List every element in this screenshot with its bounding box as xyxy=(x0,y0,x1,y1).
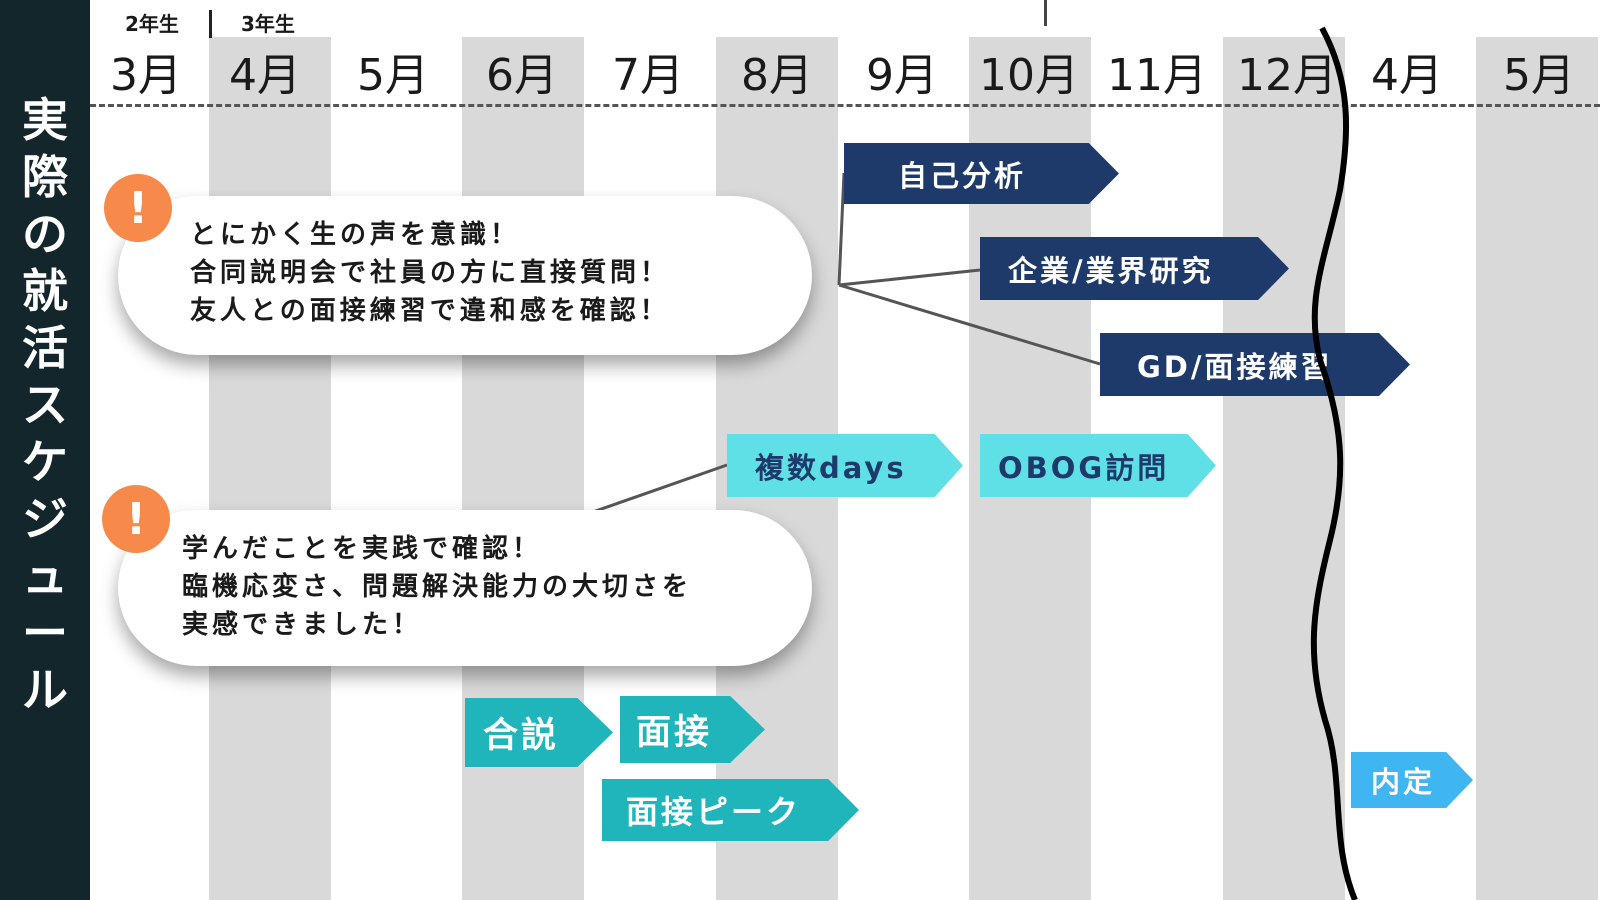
task-interview: 面接 xyxy=(620,696,765,763)
task-industry-research: 企業/業界研究 xyxy=(980,237,1289,300)
grade-label-year3: 3年生 xyxy=(241,12,295,36)
month-column-stripe xyxy=(1223,37,1345,900)
title-char: ス xyxy=(22,378,68,432)
callout-line: 実感できました！ xyxy=(182,610,423,640)
callout-bubble-1: とにかく生の声を意識！ 合同説明会で社員の方に直接質問！ 友人との面接練習で違和… xyxy=(118,196,812,355)
title-char: 際 xyxy=(22,150,68,204)
title-char: の xyxy=(22,207,68,261)
grade-separator xyxy=(209,10,212,38)
connector-line xyxy=(589,463,728,515)
task-obog-visit: OBOG訪問 xyxy=(980,434,1216,497)
month-label: 8月 xyxy=(741,50,813,101)
month-label: 5月 xyxy=(1503,50,1575,101)
month-label: 10月 xyxy=(979,50,1079,101)
title-char: ケ xyxy=(22,435,68,489)
task-joint-briefing: 合説 xyxy=(465,698,613,767)
month-label: 6月 xyxy=(486,50,558,101)
header-divider xyxy=(90,104,1600,107)
top-tick-mark xyxy=(1044,0,1047,26)
sidebar-title: 実 際 の 就 活 ス ケ ジ ュ ー ル xyxy=(0,92,90,719)
title-char: ル xyxy=(22,663,68,717)
callout-line: 合同説明会で社員の方に直接質問！ xyxy=(190,258,671,288)
sidebar: 実 際 の 就 活 ス ケ ジ ュ ー ル xyxy=(0,0,90,900)
title-char: 活 xyxy=(22,321,68,375)
connector-line xyxy=(838,283,1101,366)
month-column-stripe xyxy=(209,37,331,900)
callout-line: 友人との面接練習で違和感を確認！ xyxy=(190,296,670,326)
title-char: ュ xyxy=(22,549,68,603)
task-offer: 内定 xyxy=(1351,752,1473,808)
title-char: 就 xyxy=(22,264,68,318)
title-char: ジ xyxy=(22,492,68,546)
month-label: 9月 xyxy=(866,50,938,101)
exclamation-icon: ! xyxy=(102,485,170,553)
callout-line: とにかく生の声を意識！ xyxy=(190,220,521,250)
month-label: 11月 xyxy=(1107,50,1207,101)
month-label: 12月 xyxy=(1237,50,1337,101)
callout-line: 臨機応変さ、問題解決能力の大切さを xyxy=(182,572,693,602)
callout-bubble-2: 学んだことを実践で確認！ 臨機応変さ、問題解決能力の大切さを 実感できました！ xyxy=(118,510,812,666)
grade-label-year2: 2年生 xyxy=(125,12,179,36)
callout-line: 学んだことを実践で確認！ xyxy=(182,534,543,564)
wavy-break-line xyxy=(1310,26,1358,900)
month-label: 5月 xyxy=(357,50,429,101)
month-label: 4月 xyxy=(1371,50,1443,101)
month-label: 3月 xyxy=(110,50,182,101)
month-label: 7月 xyxy=(612,50,684,101)
task-multi-day-internship: 複数days xyxy=(727,434,963,497)
task-self-analysis: 自己分析 xyxy=(844,143,1119,204)
connector-line xyxy=(837,172,846,286)
connector-line xyxy=(838,268,981,287)
title-char: ー xyxy=(22,606,68,660)
month-label: 4月 xyxy=(229,50,301,101)
task-gd-interview-practice: GD/面接練習 xyxy=(1100,333,1410,396)
title-char: 実 xyxy=(22,93,68,147)
task-interview-peak: 面接ピーク xyxy=(602,779,859,841)
exclamation-icon: ! xyxy=(104,174,172,242)
month-column-stripe xyxy=(1476,37,1598,900)
